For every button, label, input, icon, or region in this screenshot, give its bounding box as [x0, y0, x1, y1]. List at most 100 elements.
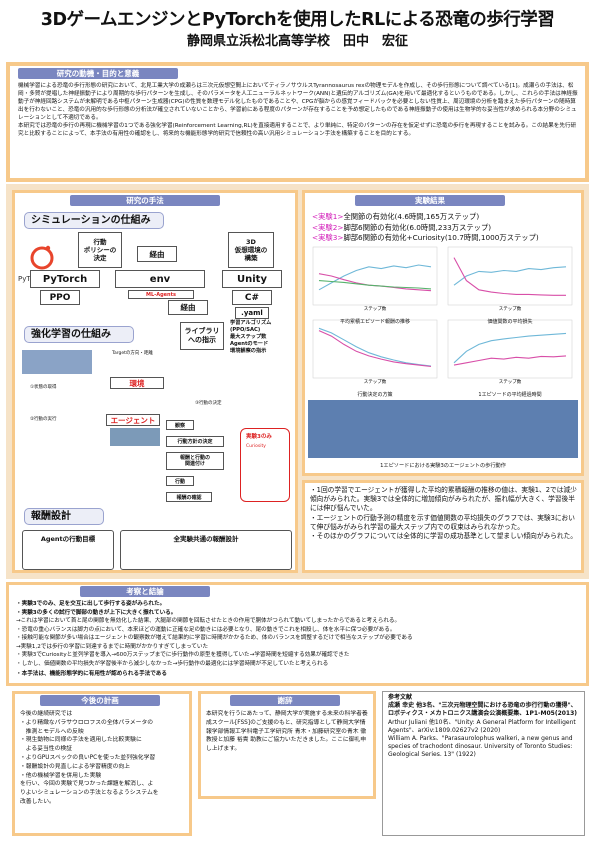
poster-title: 3DゲームエンジンとPyTorchを使用したRLによる恐竜の歩行学習	[0, 6, 595, 31]
pytorch-box: PyTorch	[30, 270, 100, 288]
ppo-box: PPO	[40, 290, 80, 305]
future-line-4: ・現生動物に同様の手法を適用した比較実験に	[20, 737, 142, 744]
virtual-env-box: 3D 仮想環境の 構築	[228, 232, 274, 268]
result-line-3: <実験3>脚部6関節の有効化+Curiosity(10.7時間,1000万ステッ…	[312, 233, 539, 244]
disc-line-8: ・しかし、価値関数の平均損失が学習後半から減少しなかった→歩行動作の最適化には学…	[16, 660, 329, 667]
lib-item-5: 環境観察の指示	[230, 348, 267, 354]
result-text-2: 脚部6関節の有効化(6.0時間,233万ステップ)	[343, 222, 492, 232]
chart-1-background	[312, 246, 438, 306]
sim-title: シミュレーションの仕組み	[24, 212, 164, 229]
discussion-text: ・実験3でのみ、足を交互に出して歩行する姿がみられた。 ・実験3の多くの試行で脚…	[16, 600, 582, 679]
chart-1-series-1	[318, 264, 432, 291]
decide-box: 行動方針の決定	[166, 436, 224, 447]
library-box: ライブラリ への指示	[180, 322, 224, 350]
future-text: 今後の継続研究では ・より精緻なパラサウロロフスの全体パラメータの 推測とモデル…	[20, 710, 188, 807]
intro-text: 機械学習による恐竜の歩行形態の研究において、北見工業大学の成瀬らは三次元仮想空間…	[18, 83, 578, 137]
thanks-text: 本研究を行うにあたって、静岡大学が実施する未来の科学者養成スクール[FSS]のご…	[206, 711, 368, 753]
future-line-10: りよいシミュレーションの手法となるようシステムを	[20, 790, 159, 797]
chart-4-background	[447, 319, 573, 379]
result-tag-3: <実験3>	[312, 233, 344, 242]
lib-item-2: (PPO/SAC)	[230, 327, 261, 333]
author-line: 静岡県立浜松北高等学校 田中 宏征	[186, 34, 408, 49]
future-line-7: ・報酬設計の見直しによる学習精度の向上	[20, 763, 130, 770]
method-banner: 研究の手法	[70, 195, 220, 206]
via-box-2: 経由	[168, 300, 208, 315]
agent-reward-title: Agentの行動目標	[40, 535, 96, 543]
disc-line-6: →実験1,2では歩行の学習に到達するまでに時間がかかりすぎてしまっていた	[16, 643, 209, 650]
title-part2: を使用したRLによる恐竜の歩行学習	[276, 10, 555, 30]
lib-item-1: 学習アルゴリズム	[230, 320, 272, 326]
exp3-label: 実験3のみ	[246, 434, 272, 440]
chart-2-xlabel: ステップ数	[499, 305, 522, 312]
chart-caption-4: 1エピソードの平均経過時間	[478, 392, 542, 398]
action-policy-box: 行動 ポリシーの 決定	[78, 232, 122, 268]
confirm-box: 報酬の確認	[166, 492, 212, 502]
pytorch-logo-icon	[30, 245, 54, 270]
chart-3-background	[312, 319, 438, 379]
future-line-11: 改善したい。	[20, 798, 55, 805]
exp3-frame	[240, 428, 290, 502]
act-box: 行動	[166, 476, 194, 486]
rl-agent-label: エージェント	[106, 414, 160, 426]
common-reward-title: 全実験共通の報酬設計	[173, 535, 239, 543]
ref-3: William A. Parks、"Parasaurolophus walker…	[388, 735, 573, 759]
rl-target-note: Targetの方向・距離	[112, 351, 153, 356]
disc-line-4: ・恐竜の重心バランスは脚力の点において、本来ほどの運動に正確な足の動きには必要と…	[16, 626, 396, 633]
lib-item-3: 最大ステップ数	[230, 334, 267, 340]
rl-title: 強化学習の仕組み	[24, 326, 134, 343]
disc-line-9: ・本手法は、機能形態学的に有用性が認められる手法である	[16, 671, 167, 677]
unity-box: Unity	[222, 270, 282, 288]
future-line-1: 今後の継続研究では	[20, 711, 73, 717]
results-bullets: ・1回の学習でエージェントが獲得した平均的累積報酬の推移の値は、実験1、2では減…	[310, 486, 578, 541]
chart-1-xlabel: ステップ数	[364, 305, 387, 312]
refs-text: 参考文献 成瀬 幸史 他3名、"三次元物理空間における恐竜の歩行行動の獲得"、ロ…	[388, 694, 580, 760]
chart-3-series-1	[318, 327, 432, 367]
chart-caption-1: 平均累積エピソード報酬の推移	[339, 319, 410, 325]
rl-lower-3: ③行動の決定	[195, 401, 222, 406]
result-tag-2: <実験2>	[312, 222, 344, 232]
rl-lower-2: ②行動の実行	[30, 417, 57, 422]
ml-agents-box: ML-Agents	[128, 290, 194, 299]
agent-reward-box: Agentの行動目標	[22, 530, 114, 570]
chart-4-series-1	[453, 332, 567, 364]
result-line-2: <実験2>脚部6関節の有効化(6.0時間,233万ステップ)	[312, 223, 539, 234]
intro-panel	[6, 62, 589, 182]
disc-line-7: ・実験3でCuriosityと並列学習を導入→600万ステップまでに歩行動作の原…	[16, 652, 350, 658]
results-banner: 実験結果	[355, 195, 505, 206]
rl-env-label: 環境	[110, 377, 164, 389]
library-items: 学習アルゴリズム (PPO/SAC) 最大ステップ数 Agentのモード 環境観…	[230, 320, 271, 355]
lib-item-4: Agentのモード	[230, 341, 269, 347]
results-lines: <実験1>全関節の有効化(4.6時間,165万ステップ) <実験2>脚部6関節の…	[312, 212, 539, 244]
reward-calc-box: 報酬と行動の 関連付け	[166, 452, 224, 470]
future-line-3: 推測とモデルへの反映	[20, 728, 84, 735]
pytorch-logo	[24, 240, 60, 276]
future-line-5: よる妥当性の検証	[20, 746, 72, 753]
thanks-banner: 謝辞	[230, 695, 340, 706]
rl-dino-image	[110, 428, 160, 446]
chart-4-xlabel: ステップ数	[499, 378, 522, 385]
future-panel	[12, 691, 192, 836]
disc-line-1: ・実験3でのみ、足を交互に出して歩行する姿がみられた。	[16, 601, 166, 607]
result-bullet-1: ・1回の学習でエージェントが獲得した平均的累積報酬の推移の値は、実験1、2では減…	[310, 486, 577, 513]
walk-frames	[308, 400, 578, 458]
intro-banner: 研究の動機・目的と意義	[18, 68, 178, 79]
refs-title: 参考文献	[388, 694, 413, 701]
result-bullet-2: ・エージェントの行動予測の精度を示す価値関数の平均損失のグラフでは、実験3におい…	[310, 513, 575, 531]
rl-env-image	[22, 350, 92, 374]
walk-caption: 1エピソードにおける実験3のエージェントの歩行動作	[380, 463, 506, 469]
obs-box: 観察	[166, 420, 194, 430]
refs-panel	[382, 691, 585, 836]
chart-2-series-2	[453, 257, 566, 296]
ref-2: Arthur Juliani 他10名、"Unity: A General Pl…	[388, 718, 576, 734]
common-reward-box: 全実験共通の報酬設計	[120, 530, 292, 570]
disc-line-5: ・接触可能な関節が多い場合はエージェントの観察数が増えて結果的に学習に時間がかか…	[16, 635, 413, 641]
chart-1-series-3	[318, 280, 432, 290]
env-box: env	[115, 270, 205, 288]
result-text-1: 全関節の有効化(4.6時間,165万ステップ)	[343, 212, 480, 221]
reward-title: 報酬設計	[24, 508, 104, 525]
via-box-1: 経由	[137, 246, 177, 262]
discussion-panel	[6, 582, 589, 686]
chart-caption-3: 行動決定の方策	[357, 392, 393, 398]
future-line-8: ・他の機械学習を併用した実験	[20, 772, 102, 779]
result-tag-1: <実験1>	[312, 212, 344, 221]
